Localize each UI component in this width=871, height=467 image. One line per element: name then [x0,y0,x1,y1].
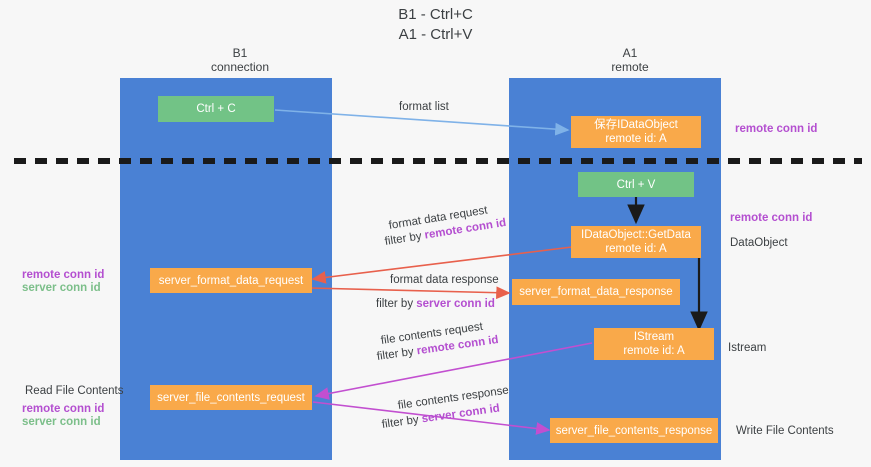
node-server-format-data-response[interactable]: server_format_data_response [512,279,680,305]
edge-label-format-data-response-text: format data response [390,274,499,286]
node-getdata-line1: IDataObject::GetData [581,229,691,241]
node-ctrl-v[interactable]: Ctrl + V [578,172,694,197]
column-header-b1-name: B1 [232,46,248,60]
title-line-2: A1 - Ctrl+V [398,26,473,43]
column-header-b1-sub: connection [210,60,270,74]
filter-prefix: filter by [376,345,418,363]
node-server-file-contents-response-label: server_file_contents_response [555,424,713,437]
column-header-b1: B1 connection [150,46,330,74]
column-header-a1-sub: remote [611,60,649,74]
annotation-right-istream: Istream [728,342,767,354]
node-save-dataobject-line1: 保存IDataObject [594,119,678,131]
annotation-left-read-file-contents: Read File Contents [25,385,124,397]
annotation-right-remote-conn-id-top: remote conn id [735,123,818,135]
node-save-dataobject-line2: remote id: A [605,133,667,145]
node-istream[interactable]: IStream remote id: A [594,328,714,360]
diagram-title: B1 - Ctrl+C A1 - Ctrl+V [0,5,871,45]
node-ctrl-v-label: Ctrl + V [616,178,656,191]
edge-label-format-data-response: format data response [390,273,499,288]
node-istream-line2: remote id: A [623,345,685,357]
edge-format-data-response [309,286,511,300]
annotation-left-remote-conn-id-mid: remote conn id [22,269,105,281]
annotation-left-server-conn-id-mid: server conn id [22,282,101,294]
column-header-a1: A1 remote [540,46,720,74]
edge-label-format-list-text: format list [399,101,449,113]
node-idataobject-getdata[interactable]: IDataObject::GetData remote id: A [571,226,701,258]
node-istream-line1: IStream [633,331,675,343]
node-server-file-contents-request-label: server_file_contents_request [157,391,305,404]
edge-label-format-list: format list [399,100,449,115]
annotation-left-server-conn-id-bottom: server conn id [22,416,101,428]
filter-key-server-conn-id: server conn id [416,298,495,310]
node-server-file-contents-request[interactable]: server_file_contents_request [150,385,312,410]
node-getdata-line2: remote id: A [605,243,667,255]
annotation-right-write-file-contents: Write File Contents [736,425,834,437]
node-server-format-data-response-label: server_format_data_response [519,286,673,298]
title-line-1: B1 - Ctrl+C [398,6,473,23]
filter-prefix: filter by [376,298,417,310]
annotation-right-dataobject: DataObject [730,237,788,249]
filter-prefix: filter by [381,413,423,431]
column-header-a1-name: A1 [622,46,638,60]
annotation-left-remote-conn-id-bottom: remote conn id [22,403,105,415]
node-server-format-data-request-label: server_format_data_request [158,274,304,287]
edge-label-format-data-response-filter: filter by server conn id [376,297,495,312]
node-ctrl-c-label: Ctrl + C [196,103,236,115]
node-ctrl-c[interactable]: Ctrl + C [158,96,274,122]
node-server-format-data-request[interactable]: server_format_data_request [150,268,312,293]
node-save-dataobject[interactable]: 保存IDataObject remote id: A [571,116,701,148]
node-server-file-contents-response[interactable]: server_file_contents_response [550,418,718,443]
annotation-right-remote-conn-id-mid: remote conn id [730,212,813,224]
